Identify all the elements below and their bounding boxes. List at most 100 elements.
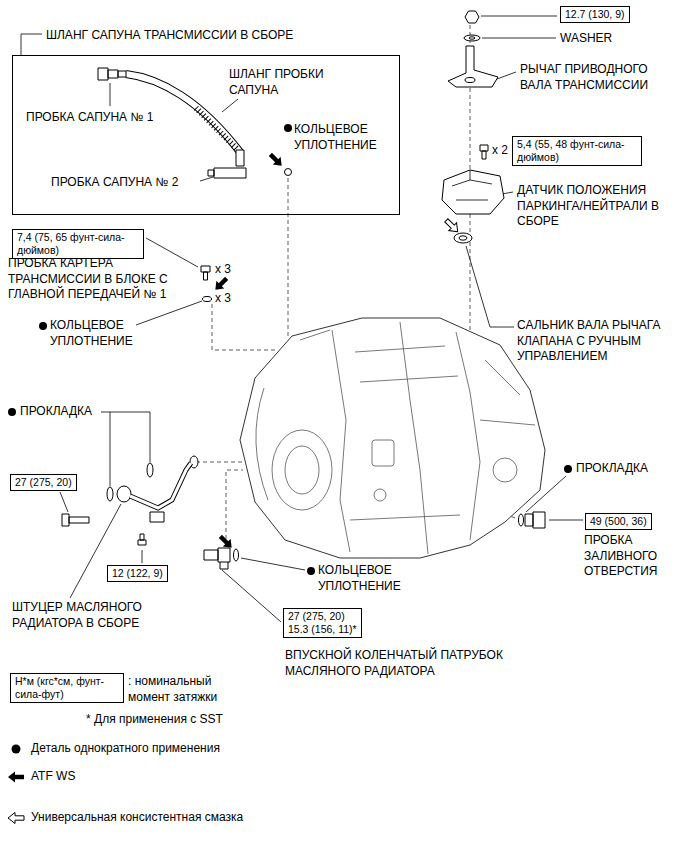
leader-line [136, 301, 202, 325]
part-name: ВПУСКНОЙ КОЛЕНЧАТЫЙ ПАТРУБОК МАСЛЯНОГО Р… [285, 648, 555, 679]
housing-detail [350, 346, 535, 520]
legend-arrow [8, 771, 24, 782]
torque-value: 27 (275, 20) [15, 476, 72, 489]
part [469, 37, 475, 39]
housing-detail [256, 388, 268, 500]
breather-hose [196, 108, 238, 150]
part [448, 46, 498, 87]
leader-line [482, 38, 556, 39]
atf-arrow [211, 150, 285, 551]
part-name: ДАТЧИК ПОЛОЖЕНИЯ ПАРКИНГА/НЕЙТРАЛИ В СБО… [517, 183, 667, 230]
housing-detail [332, 330, 350, 552]
legend-text: ATF WS [31, 769, 75, 785]
leader-line [241, 558, 305, 570]
union-pipe [130, 463, 191, 508]
part [465, 78, 475, 83]
part-name: ПРОБКА КАРТЕРА ТРАНСМИССИИ В БЛОКЕ С ГЛА… [8, 256, 200, 303]
housing-detail [400, 322, 428, 554]
part-name: КОЛЬЦЕВОЕ УПЛОТНЕНИЕ [294, 122, 396, 153]
explode-line [288, 178, 289, 339]
housing-detail [456, 332, 480, 540]
leader-line [110, 83, 111, 106]
torque-box: 12.7 (130, 9) [560, 6, 630, 23]
assembly-title: ШЛАНГ САПУНА ТРАНСМИССИИ В СБОРЕ [46, 28, 293, 44]
part-name: ШТУЦЕР МАСЛЯНОГО РАДИАТОРА В СБОРЕ [12, 600, 172, 631]
part-name: КОЛЬЦЕВОЕ УПЛОТНЕНИЕ [318, 563, 438, 594]
part-name: РЫЧАГ ПРИВОДНОГО ВАЛА ТРАНСМИССИИ [520, 62, 680, 93]
housing-detail [300, 330, 520, 395]
housing-detail [256, 322, 535, 554]
grease-arrow [442, 216, 461, 235]
part-name: САЛЬНИК ВАЛА РЫЧАГА КЛАПАНА С РУЧНЫМ УПР… [517, 318, 683, 365]
single-use-mark [284, 124, 292, 132]
part [138, 534, 146, 545]
torque-value: 49 (500, 36) [590, 515, 647, 528]
torque-box: 5,4 (55, 48 фунт-сила-дюймов) [512, 136, 642, 166]
part [203, 297, 212, 302]
torque-box: 49 (500, 36) [585, 513, 652, 530]
torque-value: 5,4 (55, 48 фунт-сила-дюймов) [517, 138, 637, 164]
leader-line [21, 16, 583, 622]
leader-line [21, 34, 42, 55]
leader-line [466, 246, 514, 327]
leader-line [142, 550, 143, 563]
housing-detail [374, 489, 386, 501]
part [442, 170, 504, 214]
legend-mark [6, 770, 26, 784]
legend-text: Деталь однократного применения [31, 741, 220, 757]
explode-line [212, 304, 278, 350]
transaxle-housing [240, 318, 545, 558]
leader-line [222, 570, 281, 622]
part [201, 266, 210, 280]
part [234, 549, 239, 561]
assembly-box: ШЛАНГ САПУНА ТРАНСМИССИИ В СБОРЕШЛАНГ ПР… [12, 55, 400, 215]
torque-value: 12.7 (130, 9) [565, 8, 625, 21]
part [204, 548, 230, 569]
leader-line [549, 520, 583, 521]
footnote: * Для применения с SST [86, 712, 223, 728]
single-use-mark [39, 322, 47, 330]
leader-line [146, 238, 198, 267]
torque-value: 27 (275, 20) [288, 610, 357, 623]
part [98, 68, 126, 80]
quantity: x 3 [215, 291, 231, 307]
leader-line [200, 177, 213, 181]
legend-mark [6, 811, 26, 825]
single-use-mark [8, 124, 572, 575]
part [459, 236, 467, 240]
legend-unit-box: Н*м (кгс*см, фунт-сила-фут) [10, 673, 124, 703]
part [107, 487, 113, 501]
part [147, 463, 153, 477]
single-use-mark [8, 408, 16, 416]
housing-detail [285, 446, 319, 494]
legend-mark [6, 742, 26, 756]
part [208, 150, 246, 178]
single-use-mark [307, 567, 315, 575]
torque-value: 15.3 (156, 11)* [288, 623, 357, 636]
leader-line [222, 99, 238, 112]
part [525, 512, 545, 528]
leader-line [481, 16, 557, 17]
part-name: WASHER [560, 31, 612, 47]
part [285, 169, 292, 176]
atf-arrow [266, 150, 285, 169]
part-name: ПРОБКА САПУНА № 1 [26, 110, 153, 126]
part [117, 486, 131, 502]
legend-row: ATF WS [6, 769, 75, 785]
torque-box: 12 (122, 9) [107, 565, 168, 582]
housing-detail [372, 440, 394, 466]
union-pipe [130, 463, 191, 508]
housing-detail [272, 430, 332, 510]
torque-box: 27 (275, 20) [10, 474, 77, 491]
legend-dot [12, 744, 21, 753]
part-name: ПРОБКА ЗАЛИВНОГО ОТВЕРСТИЯ [584, 533, 684, 580]
part-name: КОЛЬЦЕВОЕ УПЛОТНЕНИЕ [50, 318, 160, 349]
grease-arrow [442, 216, 461, 235]
torque-value: 7,4 (75, 65 фунт-сила-дюймов) [17, 231, 139, 257]
torque-box: 7,4 (75, 65 фунт-сила-дюймов) [12, 229, 144, 259]
part [454, 233, 472, 243]
part [465, 11, 479, 23]
part [464, 35, 480, 41]
